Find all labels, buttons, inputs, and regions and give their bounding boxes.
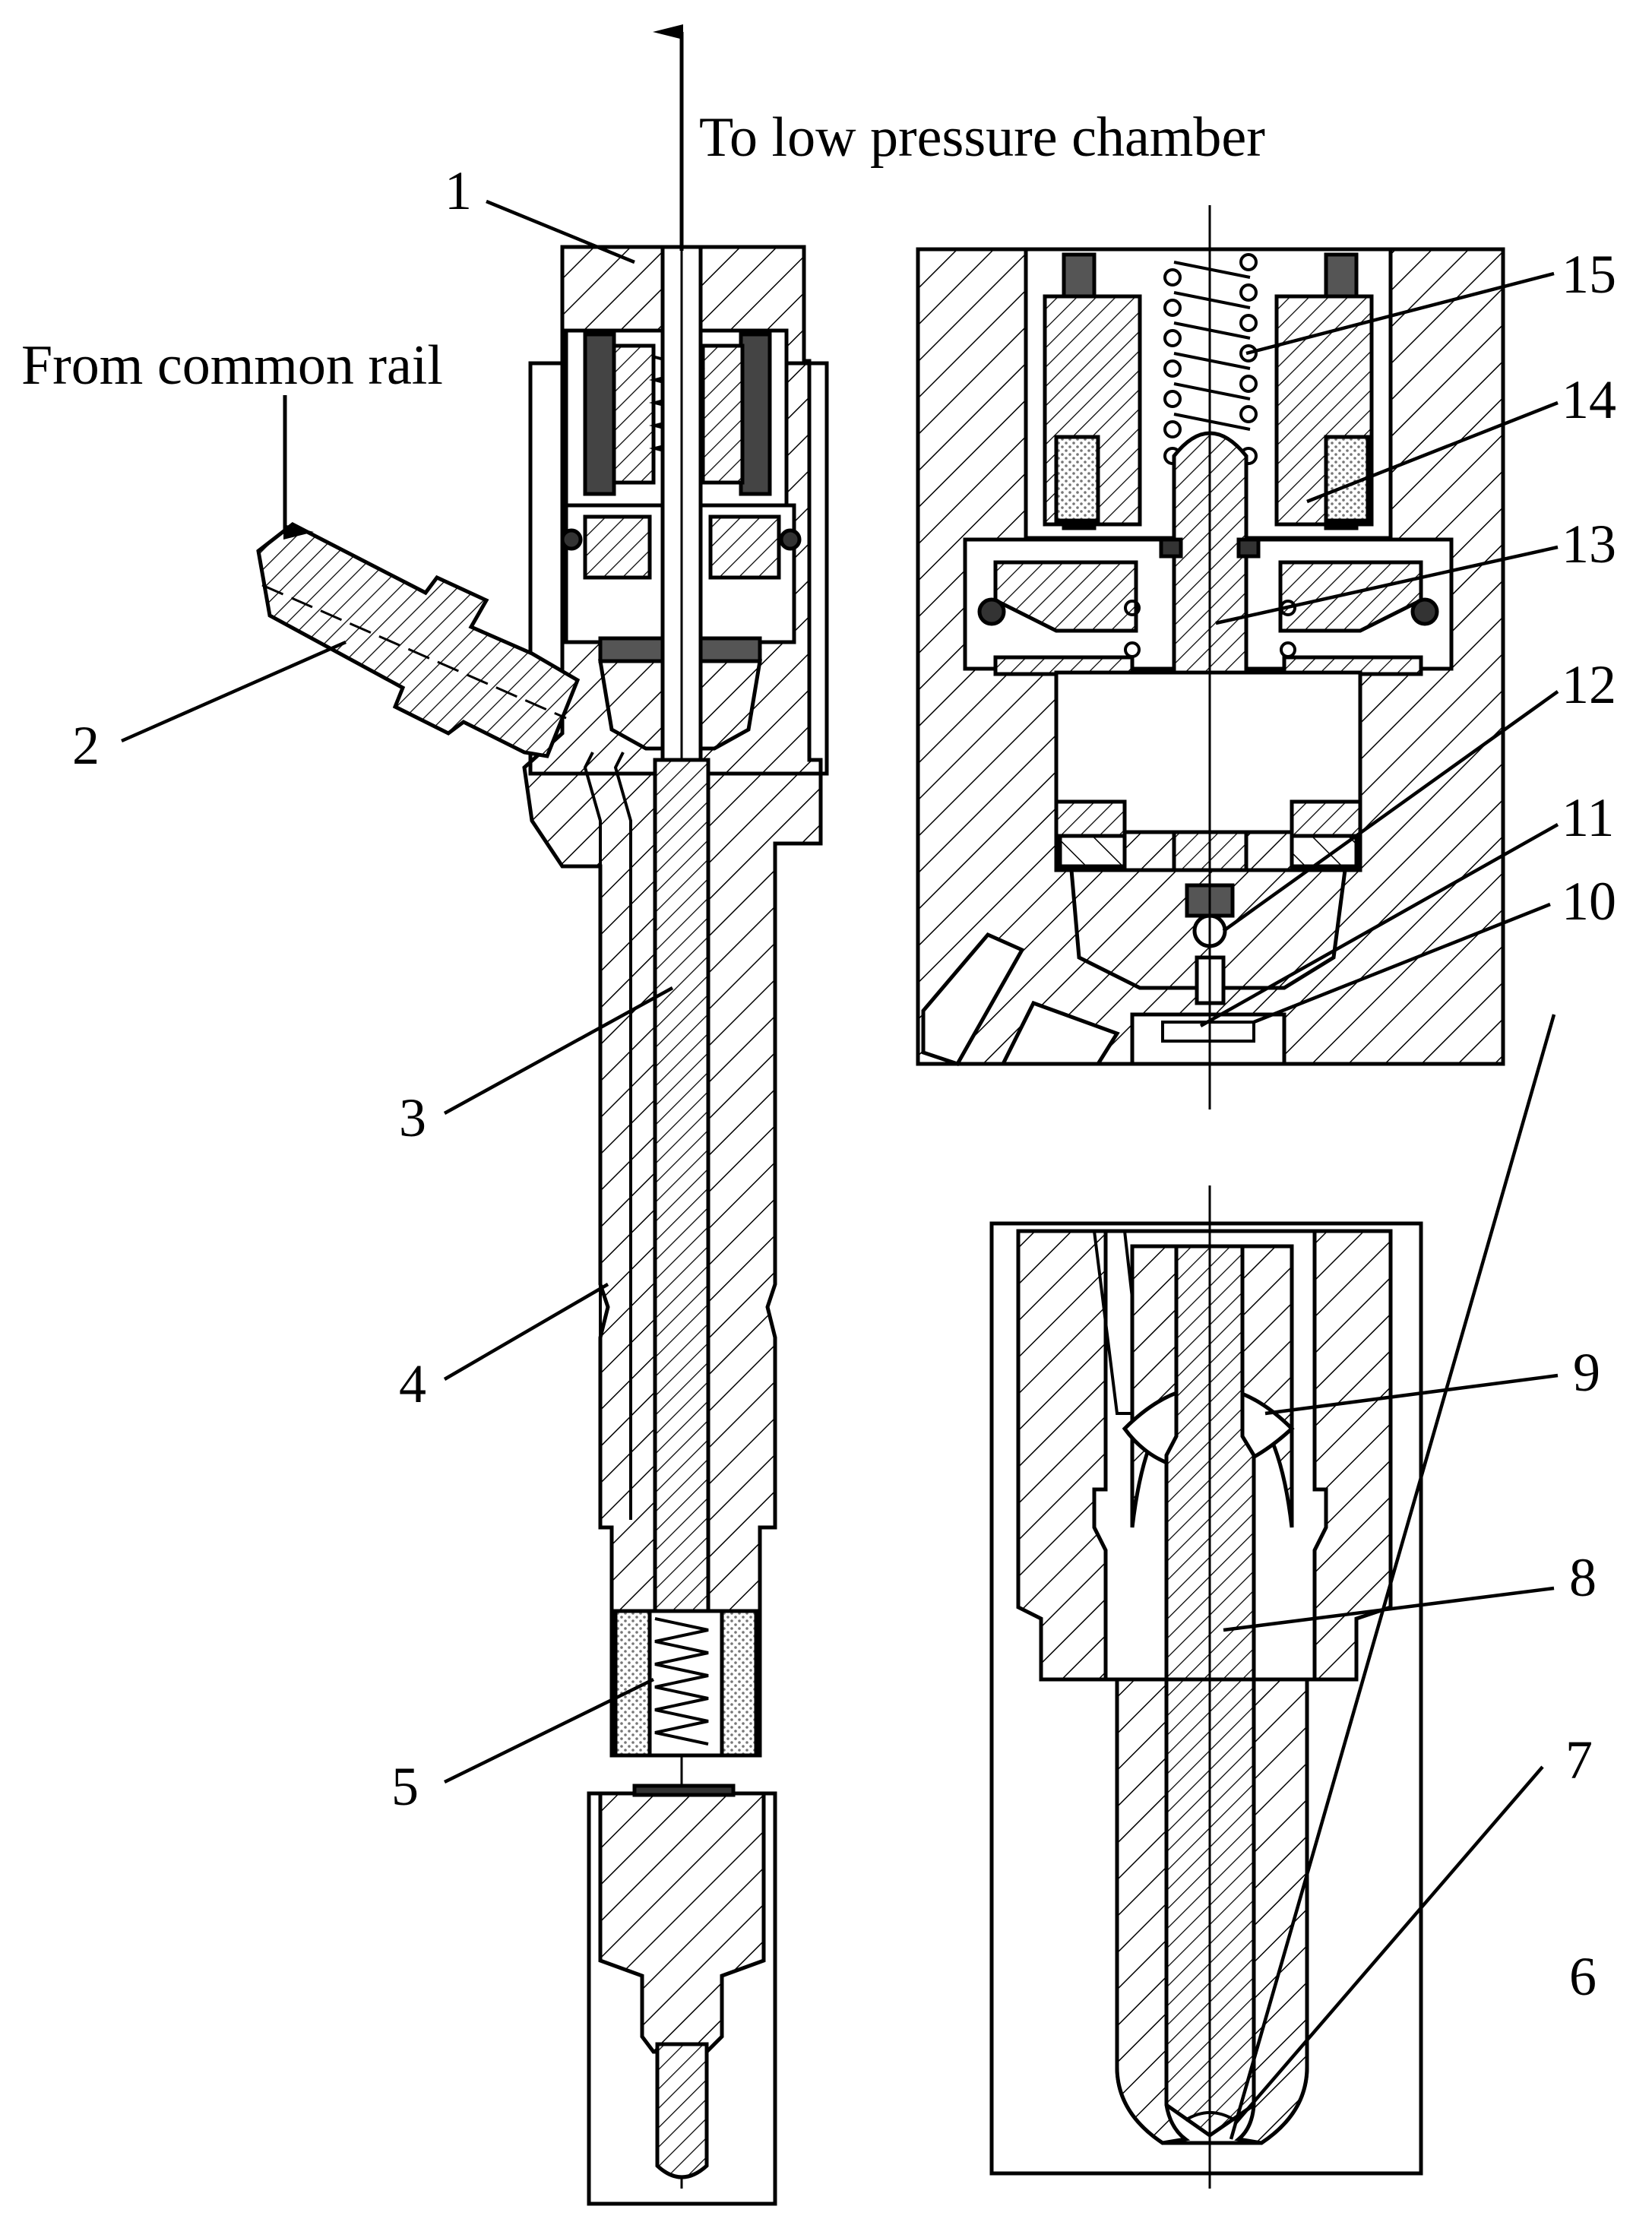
part-label-7: 7	[1565, 1730, 1593, 1790]
callout-leader-lines	[121, 199, 1559, 2140]
part-label-4: 4	[399, 1353, 426, 1414]
part-label-11: 11	[1562, 787, 1614, 848]
part-label-1: 1	[445, 160, 472, 221]
part-label-10: 10	[1562, 871, 1616, 932]
outlet-caption: To low pressure chamber	[699, 106, 1265, 169]
control-valve-detail	[916, 205, 1505, 1109]
part-label-14: 14	[1562, 369, 1616, 430]
part-label-15: 15	[1562, 244, 1616, 305]
part-label-8: 8	[1569, 1547, 1597, 1608]
part-number-labels: 1 2 3 4 5 6 7 8 9 10 11 12 13 14 15	[72, 160, 1616, 2007]
main-injector-body	[256, 190, 829, 2206]
part-label-3: 3	[399, 1087, 426, 1148]
part-label-2: 2	[72, 715, 100, 776]
flow-arrows	[283, 24, 684, 540]
part-label-12: 12	[1562, 654, 1616, 715]
nozzle-detail	[989, 1185, 1423, 2189]
part-label-6: 6	[1569, 1946, 1597, 2007]
part-label-5: 5	[391, 1756, 419, 1817]
part-label-9: 9	[1573, 1342, 1600, 1403]
inlet-caption: From common rail	[21, 334, 443, 397]
part-label-13: 13	[1562, 514, 1616, 574]
